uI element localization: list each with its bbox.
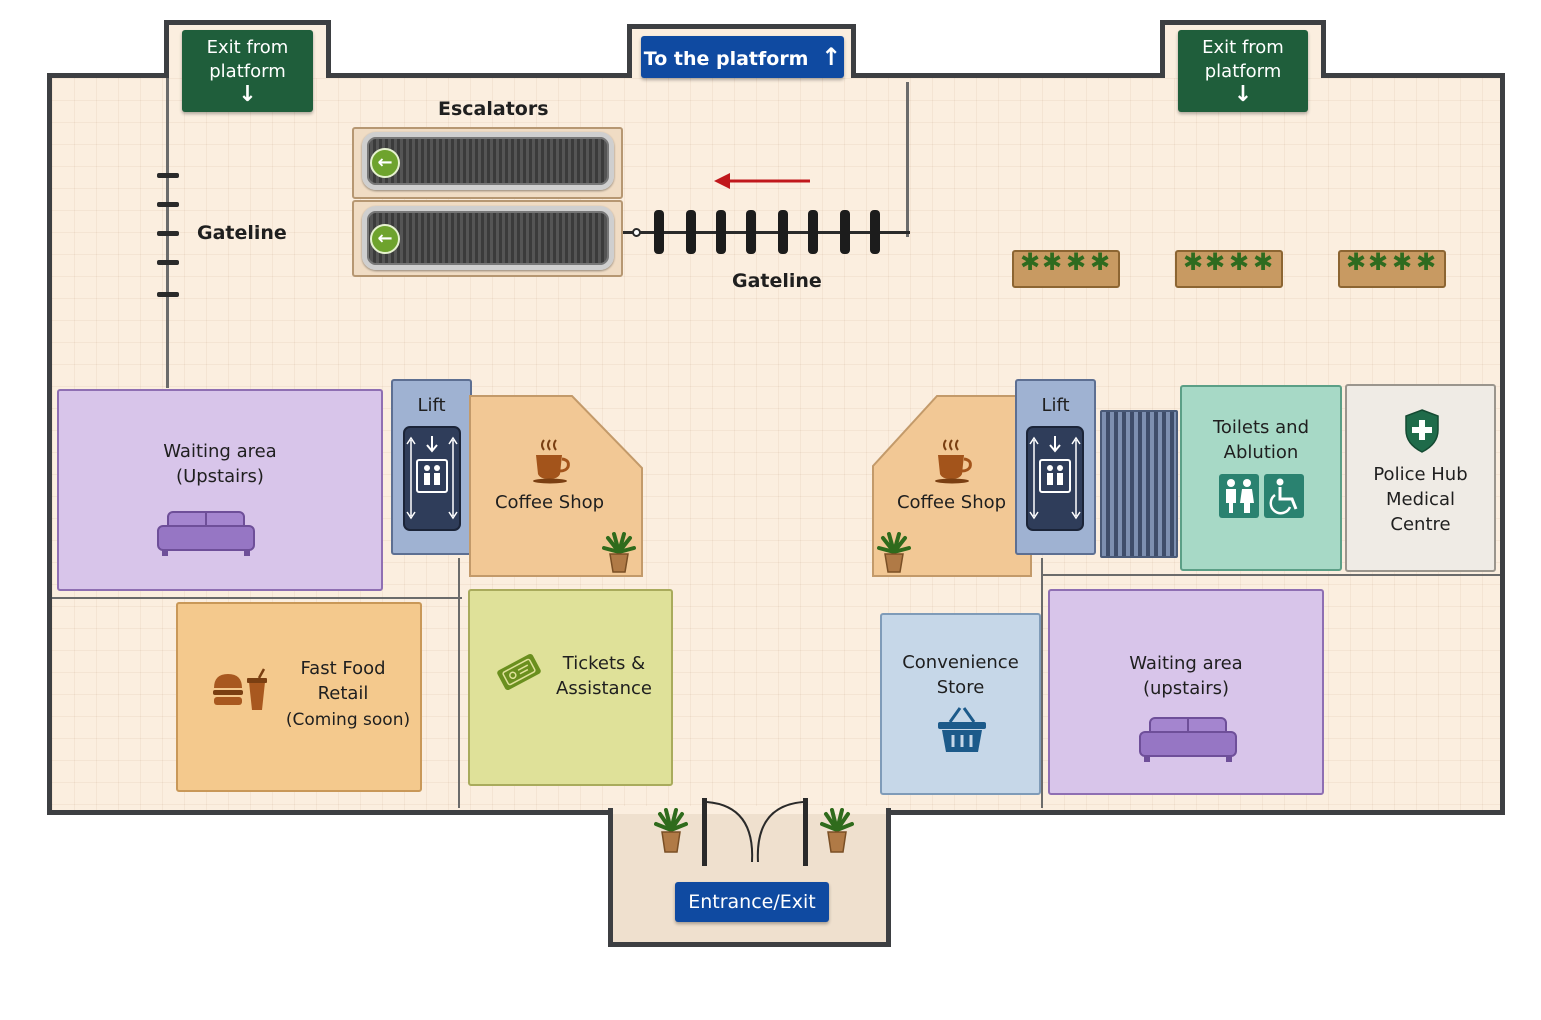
potted-plant-icon <box>654 808 688 853</box>
gate-left[interactable] <box>157 173 179 178</box>
down-arrow-icon: ↓ <box>238 82 257 107</box>
gate-center[interactable] <box>840 210 850 254</box>
gateline-partition <box>906 82 909 237</box>
gateline-left-label: Gateline <box>197 222 287 244</box>
center-left-divider <box>458 558 460 808</box>
right-divider <box>1041 574 1500 576</box>
sofa-icon <box>1139 717 1237 762</box>
gate-left[interactable] <box>157 292 179 297</box>
restroom-accessible-icon <box>1219 474 1304 518</box>
convenience-store[interactable]: Convenience Store <box>880 613 1041 795</box>
gateline-rail <box>623 231 910 234</box>
coffee-shop-left[interactable]: Coffee Shop <box>494 492 605 513</box>
escalator-left-arrow-icon: ← <box>370 224 400 254</box>
escalator-left-arrow-icon: ← <box>370 148 400 178</box>
sofa-icon <box>157 511 255 556</box>
planter-box: ✱✱✱✱ <box>1175 250 1283 288</box>
down-arrow-icon: ↓ <box>1233 82 1253 107</box>
ticket-icon <box>497 653 541 691</box>
coffee-shop-right[interactable]: Coffee Shop <box>896 492 1007 513</box>
coffee-cup-icon <box>935 439 972 484</box>
to-the-platform-sign: To the platform ↑ <box>641 36 844 78</box>
escalator-top[interactable] <box>362 132 614 190</box>
planter-box: ✱✱✱✱ <box>1012 250 1120 288</box>
exit-from-platform-sign-left: Exit from platform ↓ <box>182 30 313 112</box>
lift-icon <box>1026 426 1084 531</box>
gate-center[interactable] <box>716 210 726 254</box>
planter-box: ✱✱✱✱ <box>1338 250 1446 288</box>
entrance-doors[interactable] <box>700 796 810 868</box>
escalators-label: Escalators <box>438 98 549 120</box>
waiting-area-upstairs-right[interactable]: Waiting area (upstairs) <box>1048 589 1324 795</box>
gate-left[interactable] <box>157 231 179 236</box>
escalator-bottom[interactable] <box>362 206 614 270</box>
burger-drink-icon <box>213 668 267 710</box>
waiting-area-upstairs-left[interactable]: Waiting area (Upstairs) <box>57 389 383 591</box>
stairs[interactable] <box>1100 410 1178 558</box>
exit-from-platform-sign-right: Exit from platform ↓ <box>1178 30 1308 112</box>
potted-plant-icon <box>602 532 636 573</box>
gate-left[interactable] <box>157 202 179 207</box>
tickets-and-assistance[interactable]: Tickets & Assistance <box>468 589 673 786</box>
gate-center[interactable] <box>808 210 818 254</box>
gate-center[interactable] <box>746 210 756 254</box>
gate-center[interactable] <box>686 210 696 254</box>
gate-center[interactable] <box>654 210 664 254</box>
entrance-exit-sign: Entrance/Exit <box>675 882 829 922</box>
flow-direction-arrow-icon <box>714 173 810 189</box>
potted-plant-icon <box>820 808 854 853</box>
gateline-center-label: Gateline <box>732 270 822 292</box>
center-right-divider <box>1041 558 1043 808</box>
coffee-cup-icon <box>533 439 570 484</box>
toilets-and-ablution[interactable]: Toilets and Ablution <box>1180 385 1342 571</box>
coffee-shop-left-shape <box>469 395 643 577</box>
gate-left[interactable] <box>157 260 179 265</box>
shopping-basket-icon <box>938 707 986 752</box>
potted-plant-icon <box>877 532 911 573</box>
shield-cross-icon <box>1405 409 1439 453</box>
lift-icon <box>403 426 461 531</box>
up-arrow-icon: ↑ <box>821 43 842 71</box>
gate-center[interactable] <box>870 210 880 254</box>
gate-center[interactable] <box>778 210 788 254</box>
left-divider <box>52 597 462 599</box>
